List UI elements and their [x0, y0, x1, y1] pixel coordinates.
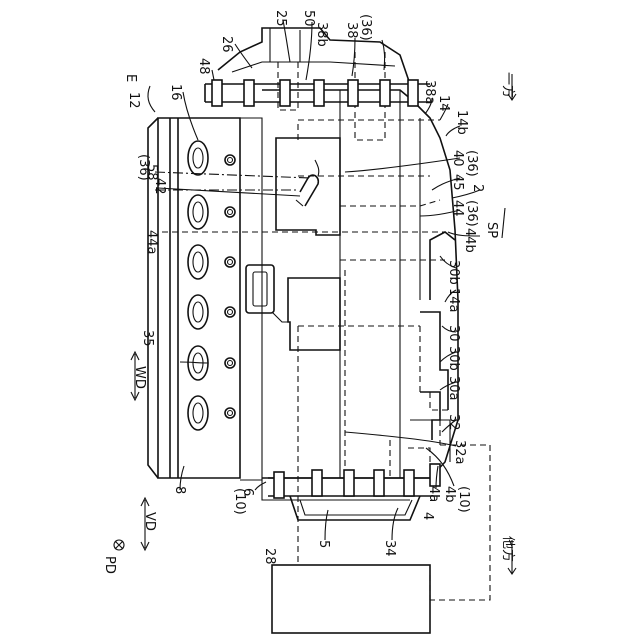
label-28: 28 [262, 548, 277, 565]
label-35: 35 [140, 330, 155, 347]
label-34: 34 [382, 540, 397, 557]
label-36-r40: (36) [464, 150, 479, 177]
control-unit-28 [272, 565, 430, 633]
label-38: 38 [344, 22, 359, 39]
label-2: 2 [470, 184, 485, 192]
label-48: 48 [196, 58, 211, 75]
label-36-r44: (36) [464, 200, 479, 227]
label-40: 40 [450, 150, 465, 167]
label-32: 32 [446, 414, 461, 431]
label-44: 44 [450, 200, 465, 217]
label-6: 6 [240, 488, 255, 496]
label-4: 4 [420, 512, 435, 520]
label-25: 25 [273, 10, 288, 27]
pd-symbol [114, 540, 124, 550]
label-14b: 14b [454, 110, 469, 135]
label-E: E [123, 74, 138, 82]
label-30: 30 [446, 325, 461, 342]
label-45: 45 [450, 174, 465, 191]
label-44a: 44a [144, 230, 159, 255]
label-42: 42 [152, 178, 167, 195]
label-8: 8 [172, 486, 187, 494]
internal-chambers [246, 138, 340, 350]
engine-block [262, 90, 458, 500]
intake-ports [188, 141, 208, 430]
label-5: 5 [316, 540, 331, 548]
label-SP: SP [484, 222, 499, 238]
label-VD: VD [142, 512, 157, 531]
label-32a: 32a [452, 440, 467, 465]
label-one-side: 一方 [500, 72, 516, 98]
top-bolt-row [205, 80, 430, 106]
bottom-bolt-row [268, 464, 440, 498]
label-10-r: (10) [456, 486, 471, 513]
label-50: 50 [301, 10, 316, 27]
breather-tube [296, 175, 318, 206]
label-WD: WD [132, 366, 147, 389]
label-4a: 4a [426, 486, 441, 502]
label-other-side: 他方 [500, 536, 516, 562]
label-36-top: (36) [358, 14, 373, 41]
label-26: 26 [219, 36, 234, 53]
label-14: 14 [436, 95, 451, 112]
label-16: 16 [168, 84, 183, 101]
label-38a: 38a [422, 80, 437, 105]
label-PD: PD [102, 556, 117, 574]
label-30a: 30a [446, 376, 461, 401]
label-4b: 4b [442, 486, 457, 503]
label-30b-lower: 30b [446, 346, 461, 371]
label-12: 12 [126, 92, 141, 109]
head-bolts [225, 155, 235, 418]
label-44b: 44b [462, 228, 477, 253]
label-38b: 38b [314, 22, 329, 47]
labels: E 12 16 26 25 50 38b 38 (36) 48 38a 14 1… [102, 10, 516, 574]
label-14a: 14a [446, 288, 461, 313]
label-30b-upper: 30b [446, 260, 461, 285]
